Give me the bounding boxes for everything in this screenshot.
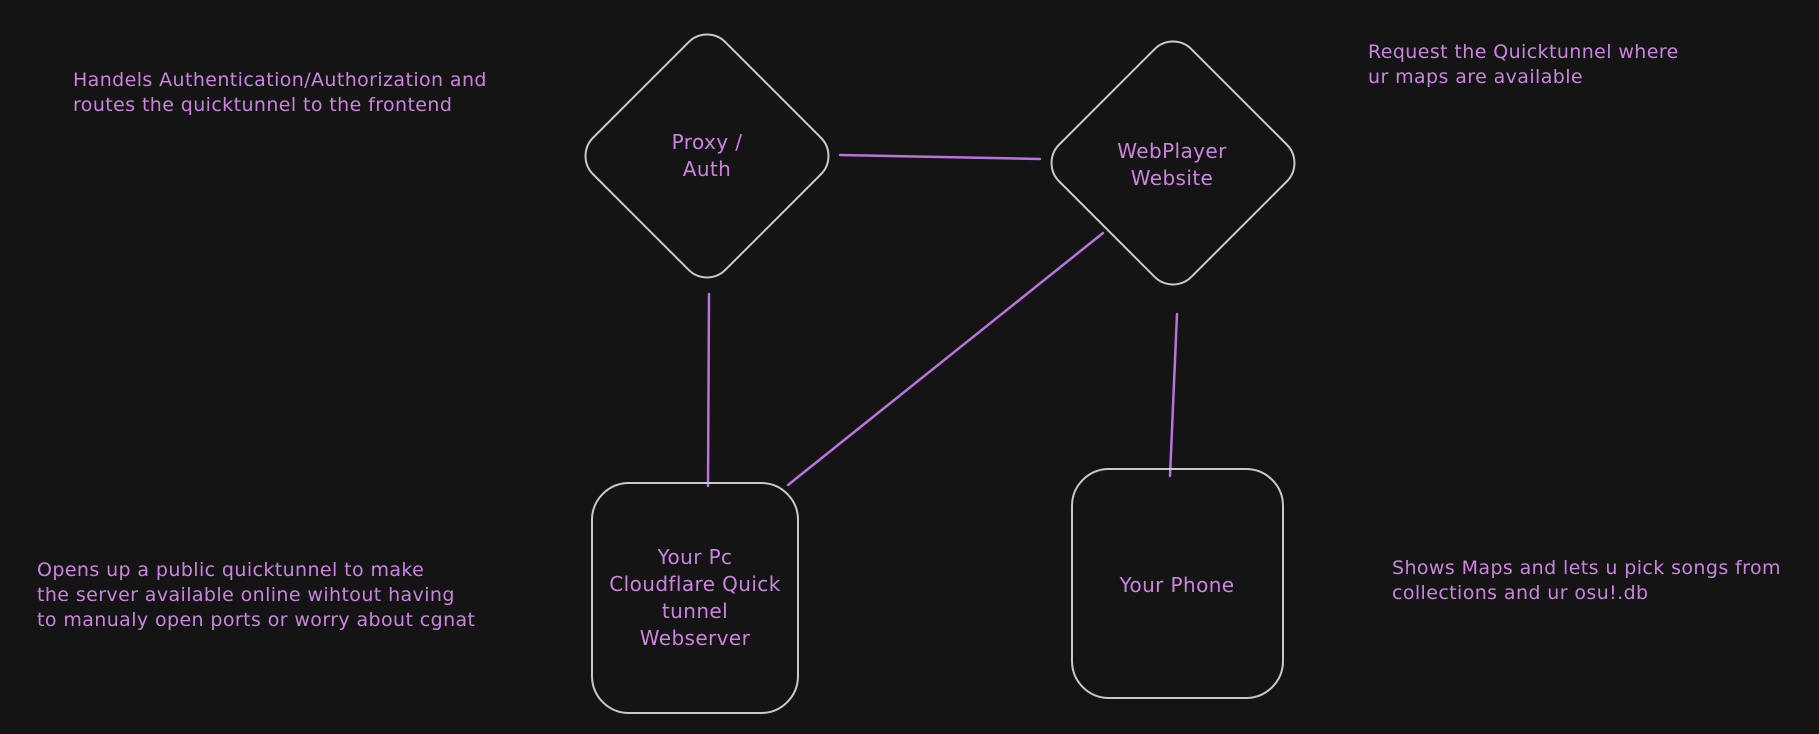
edge-webplayer-phone[interactable] — [1168, 312, 1179, 478]
annotation-phone-maps-note[interactable]: Shows Maps and lets u pick songs from co… — [1392, 557, 1781, 604]
annotation-quicktunnel-note[interactable]: Opens up a public quicktunnel to make th… — [37, 559, 476, 631]
node-label-proxy-auth: Proxy / Auth — [671, 130, 743, 181]
node-your-phone-box[interactable] — [1071, 468, 1284, 699]
node-webplayer-website-diamond[interactable] — [1041, 31, 1305, 295]
node-proxy-auth-diamond[interactable] — [575, 24, 839, 288]
edge-webplayer-yourpc[interactable] — [786, 231, 1105, 487]
node-label-your-phone: Your Phone — [1119, 573, 1235, 597]
node-label-yourpc-webserver: Your Pc Cloudflare Quick tunnel Webserve… — [609, 545, 781, 650]
edge-proxy-yourpc[interactable] — [706, 292, 711, 488]
annotation-proxy-auth-note[interactable]: Handels Authentication/Authorization and… — [73, 69, 487, 116]
node-yourpc-webserver-box[interactable] — [591, 482, 799, 714]
edge-proxy-webplayer[interactable] — [838, 153, 1042, 161]
annotation-webplayer-note[interactable]: Request the Quicktunnel where ur maps ar… — [1368, 41, 1679, 88]
node-label-webplayer-website: WebPlayer Website — [1117, 139, 1227, 190]
